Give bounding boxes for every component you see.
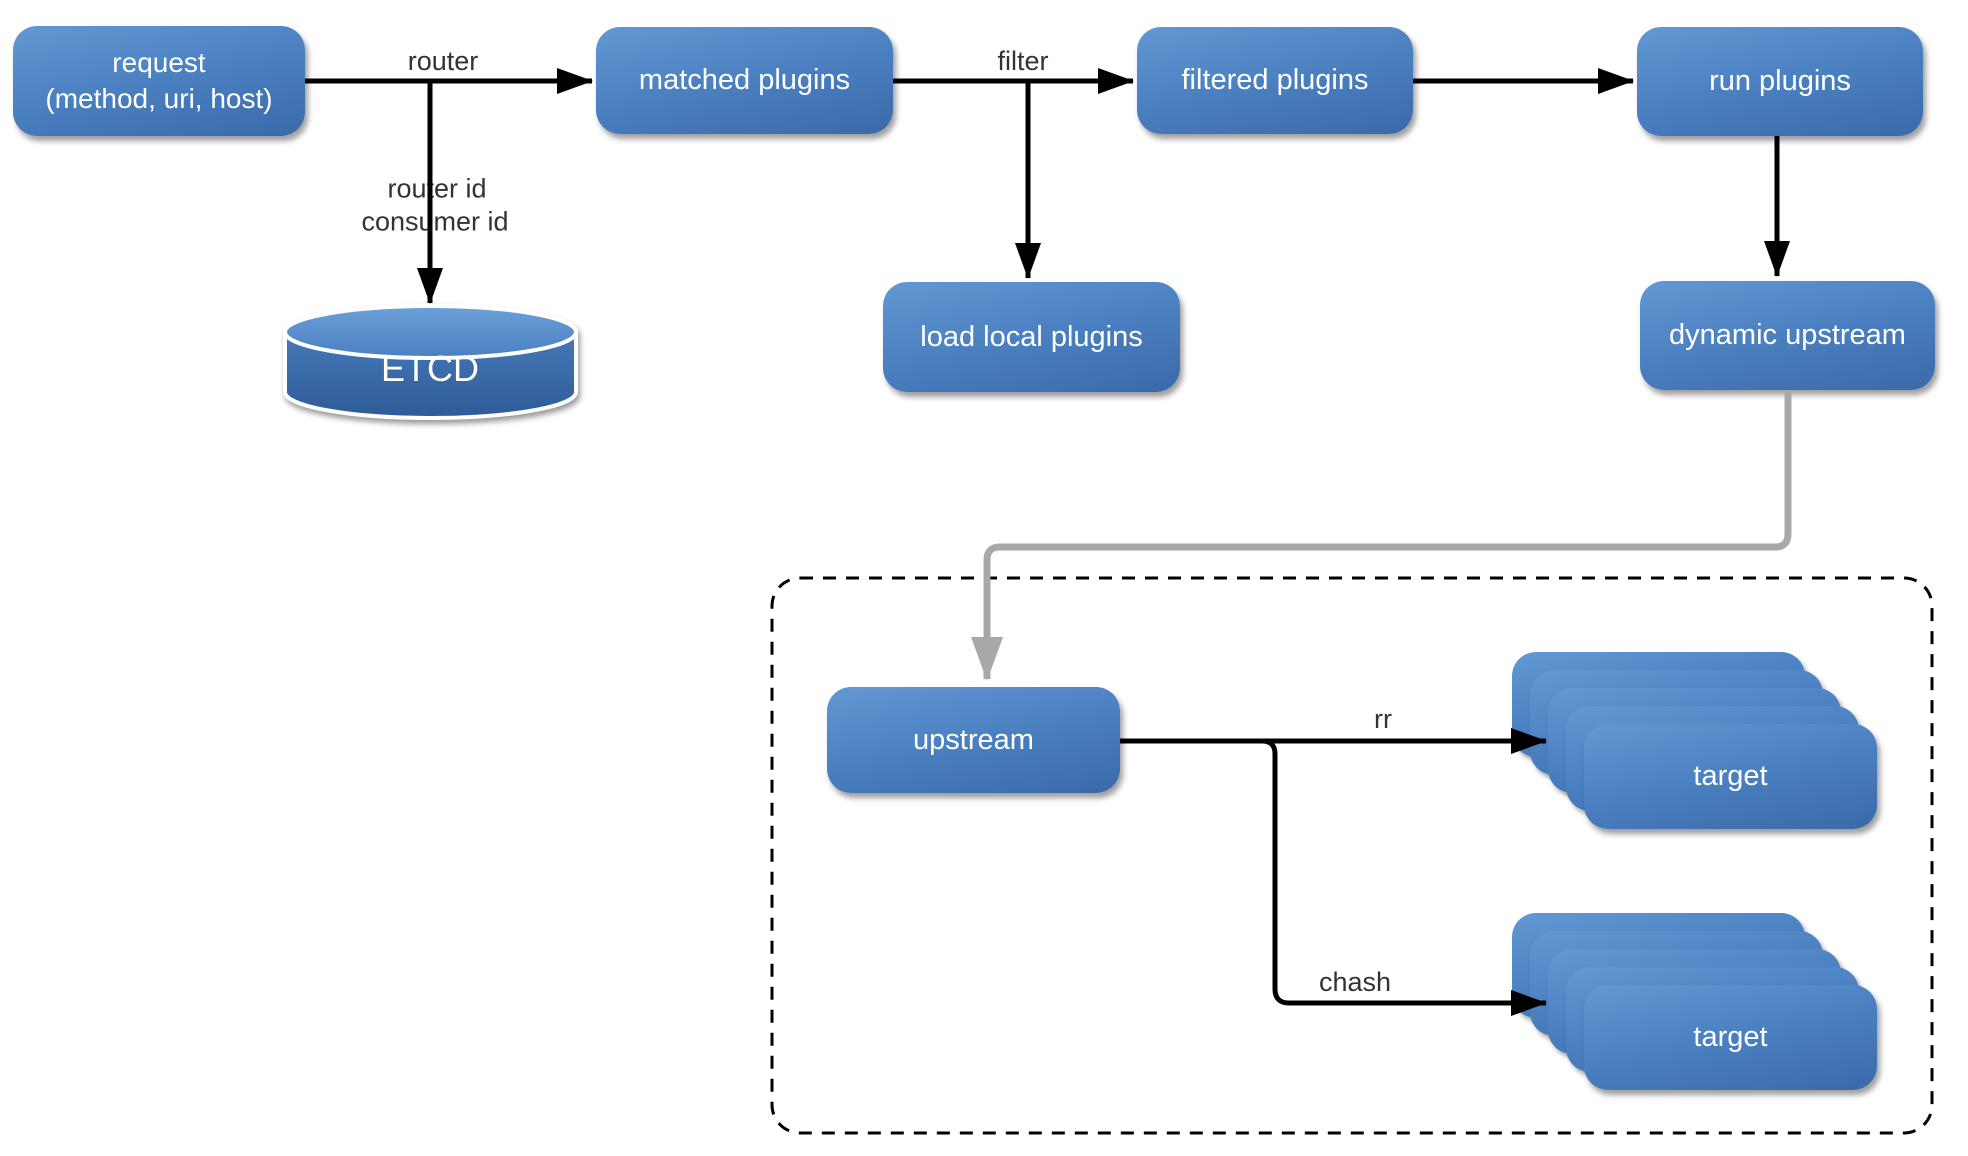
node-label-request-line1: request <box>112 47 206 78</box>
edge-label-rr: rr <box>1374 704 1392 734</box>
node-target-rr: target <box>1584 724 1877 829</box>
node-label-matched-plugins: matched plugins <box>638 64 851 96</box>
node-label-target-rr: target <box>1693 760 1768 792</box>
arrow-dynamic-to-upstream <box>971 390 1792 681</box>
edge-label-router: router <box>407 46 479 76</box>
node-upstream: upstream <box>827 687 1120 793</box>
node-label-filtered-plugins: filtered plugins <box>1181 64 1369 96</box>
node-request: request (method, uri, host) <box>13 26 305 136</box>
etcd-cylinder: ETCD <box>283 304 578 420</box>
node-dynamic-upstream: dynamic upstream <box>1640 281 1935 390</box>
node-label-etcd: ETCD <box>381 348 479 389</box>
arrow-upstream-chash-to-target <box>1261 738 1547 1016</box>
node-label-dynamic-upstream: dynamic upstream <box>1669 319 1906 351</box>
node-label-run-plugins: run plugins <box>1709 65 1851 97</box>
node-label-target-chash: target <box>1693 1021 1768 1053</box>
node-load-local-plugins: load local plugins <box>883 282 1180 392</box>
node-target-chash: target <box>1584 985 1877 1090</box>
node-filtered-plugins: filtered plugins <box>1137 27 1413 134</box>
node-run-plugins: run plugins <box>1637 27 1923 136</box>
node-label-load-local-plugins: load local plugins <box>920 320 1143 353</box>
node-label-upstream: upstream <box>913 723 1034 756</box>
edge-label-router-id: router id <box>387 173 487 204</box>
edge-label-consumer-id: consumer id <box>361 206 509 237</box>
edge-label-filter: filter <box>997 46 1049 76</box>
node-label-request-line2: (method, uri, host) <box>45 83 273 114</box>
node-matched-plugins: matched plugins <box>596 27 893 134</box>
edge-label-chash: chash <box>1318 967 1392 997</box>
